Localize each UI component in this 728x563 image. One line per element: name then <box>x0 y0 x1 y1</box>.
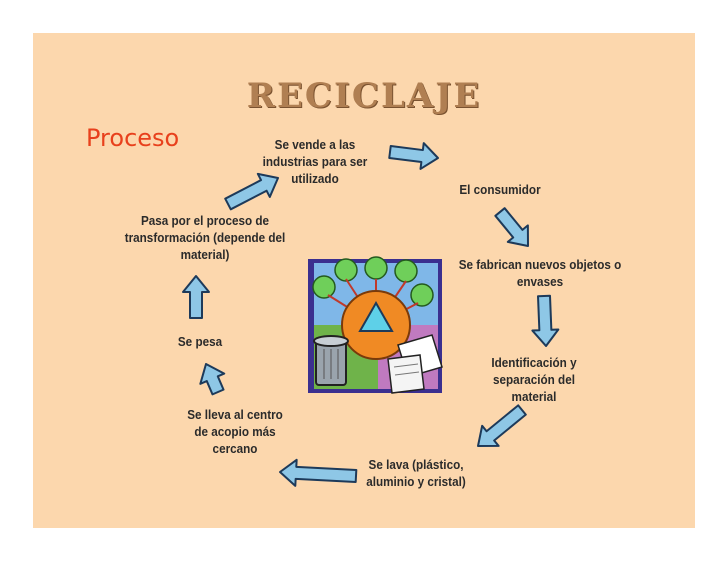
recycling-clipart-icon <box>308 256 443 394</box>
arrow-to-nuevos-objetos <box>494 207 529 247</box>
arrow-to-centro-acopio <box>278 458 358 487</box>
paper-sheets-icon <box>387 334 443 394</box>
recycle-symbol-icon <box>358 300 394 332</box>
step-se-pesa: Se pesa <box>177 334 223 349</box>
arrow-to-identificacion <box>531 294 560 348</box>
step-se-vende: Se vende a las industrias para ser utili… <box>262 137 368 186</box>
step-nuevos-objetos: Se fabrican nuevos objetos o envases <box>458 257 622 289</box>
clipart-leaves <box>312 256 434 307</box>
arrow-to-se-lava <box>476 404 527 448</box>
trash-can-icon <box>313 335 349 386</box>
step-identificacion: Identificación y separación del material <box>491 355 577 404</box>
step-centro-acopio: Se lleva al centro de acopio más cercano <box>187 407 283 456</box>
arrow-to-transformacion <box>182 275 210 319</box>
slide-title: RECICLAJE <box>246 76 482 116</box>
step-se-lava: Se lava (plástico, aluminio y cristal) <box>366 457 466 489</box>
slide-subtitle: Proceso <box>86 124 180 152</box>
step-consumidor: El consumidor <box>459 182 541 197</box>
step-transformacion: Pasa por el proceso de transformación (d… <box>124 213 286 262</box>
arrow-to-se-vende <box>224 172 279 211</box>
arrow-to-consumidor <box>388 142 439 170</box>
arrow-to-se-pesa <box>199 362 226 396</box>
